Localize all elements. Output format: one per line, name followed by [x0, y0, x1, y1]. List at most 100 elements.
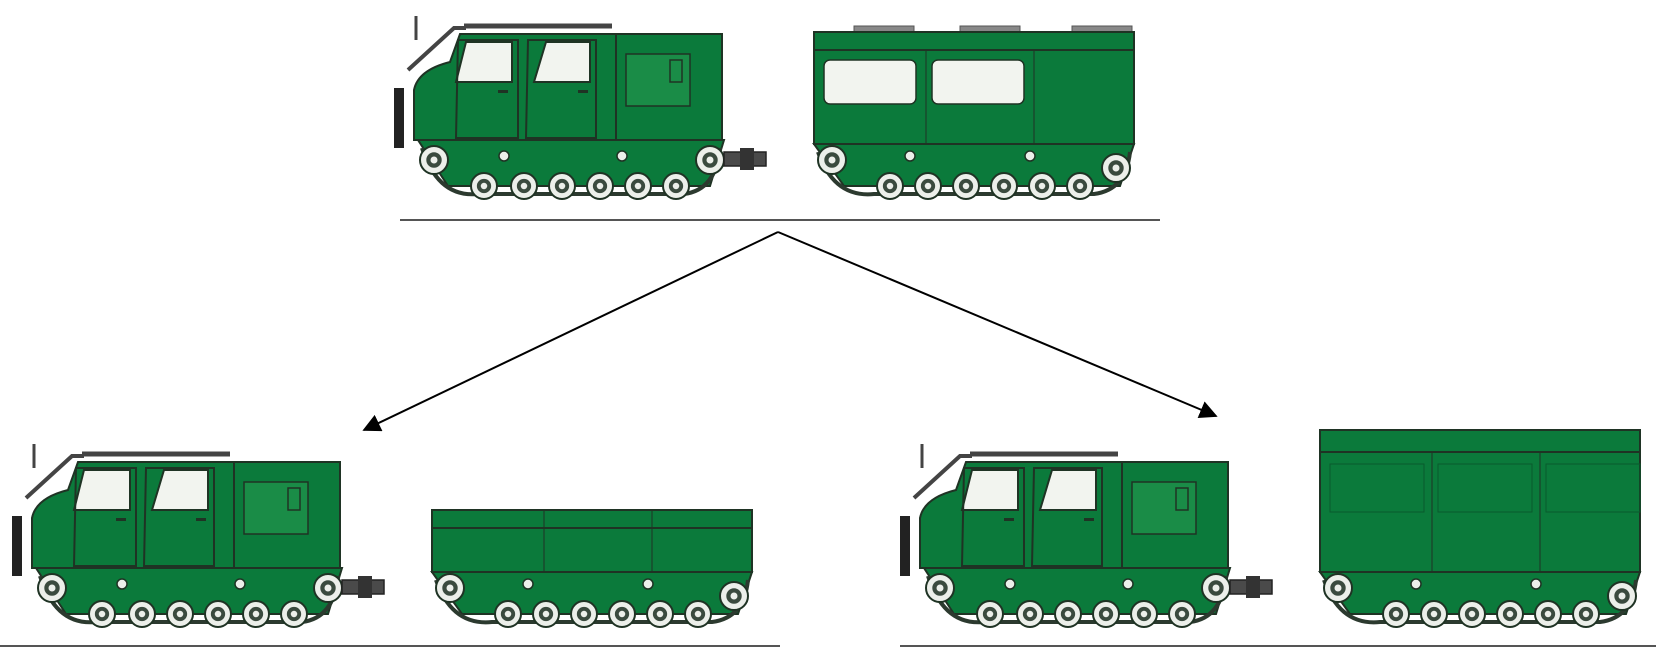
road-wheel — [166, 600, 194, 628]
front-idler-wheel — [817, 145, 847, 175]
vent-grille — [669, 59, 683, 83]
hitch-joint — [1246, 576, 1260, 598]
cab-front-window — [72, 469, 131, 511]
tractor-unit — [900, 444, 1273, 628]
road-wheel — [1092, 600, 1120, 628]
cab-guard-bar — [912, 454, 972, 500]
road-wheel — [624, 172, 652, 200]
road-wheel — [510, 172, 538, 200]
front-idler-wheel — [419, 145, 449, 175]
tractor-unit — [394, 16, 767, 200]
hull-hatch — [1004, 578, 1016, 590]
arrow-to-bottom-left — [362, 231, 779, 432]
door-handle — [498, 90, 508, 93]
road-wheel — [1458, 600, 1486, 628]
hull-hatch — [116, 578, 128, 590]
hitch-joint — [740, 148, 754, 170]
front-idler-wheel — [435, 573, 465, 603]
cab-rear-window — [1038, 469, 1097, 511]
rear-idler-wheel — [1101, 153, 1131, 183]
door-handle — [1084, 518, 1094, 521]
hull-hatch — [904, 150, 916, 162]
configuration-bottom-left — [0, 444, 780, 647]
front-grille — [900, 516, 910, 576]
road-wheel — [494, 600, 522, 628]
door-handle — [196, 518, 206, 521]
cab-door-front — [72, 467, 137, 567]
front-idler-wheel — [37, 573, 67, 603]
hull-hatch — [1024, 150, 1036, 162]
hull-hatch — [1410, 578, 1422, 590]
hull-hatch — [234, 578, 246, 590]
trailer-passenger-module — [812, 25, 1136, 200]
hull-hatch — [1530, 578, 1542, 590]
vent-grille — [287, 487, 301, 511]
configuration-top — [394, 16, 1160, 221]
road-wheel — [470, 172, 498, 200]
road-wheel — [1028, 172, 1056, 200]
module-window — [823, 59, 917, 105]
service-hatch — [243, 481, 309, 535]
road-wheel — [128, 600, 156, 628]
road-wheel — [1130, 600, 1158, 628]
vent-grille — [1175, 487, 1189, 511]
road-wheel — [914, 172, 942, 200]
road-wheel — [976, 600, 1004, 628]
tractor-unit — [12, 444, 385, 628]
road-wheel — [1496, 600, 1524, 628]
cab-door-rear — [1030, 467, 1103, 567]
road-wheel — [1054, 600, 1082, 628]
road-wheel — [548, 172, 576, 200]
road-wheel — [280, 600, 308, 628]
rear-idler-wheel — [1607, 581, 1637, 611]
hull-hatch — [498, 150, 510, 162]
side-panel — [1437, 463, 1533, 513]
road-wheel — [646, 600, 674, 628]
hull-hatch — [616, 150, 628, 162]
road-wheel — [586, 172, 614, 200]
front-grille — [12, 516, 22, 576]
trailer-low-cargo-platform — [430, 509, 754, 628]
road-wheel — [1066, 172, 1094, 200]
road-wheel — [1420, 600, 1448, 628]
rear-sprocket-wheel — [313, 573, 343, 603]
rear-idler-wheel — [719, 581, 749, 611]
side-panel — [1545, 463, 1641, 513]
road-wheel — [1016, 600, 1044, 628]
cab-door-rear — [142, 467, 215, 567]
cab-guard-bar — [406, 26, 466, 72]
road-wheel — [608, 600, 636, 628]
road-wheel — [1382, 600, 1410, 628]
module-window — [931, 59, 1025, 105]
rear-sprocket-wheel — [1201, 573, 1231, 603]
cab-door-front — [960, 467, 1025, 567]
cab-door-front — [454, 39, 519, 139]
service-hatch — [625, 53, 691, 107]
road-wheel — [952, 172, 980, 200]
cab-guard-bar — [24, 454, 84, 500]
hitch-joint — [358, 576, 372, 598]
road-wheel — [662, 172, 690, 200]
cab-rear-window — [150, 469, 209, 511]
cab-front-window — [960, 469, 1019, 511]
door-handle — [1004, 518, 1014, 521]
road-wheel — [1168, 600, 1196, 628]
road-wheel — [570, 600, 598, 628]
road-wheel — [1534, 600, 1562, 628]
rear-sprocket-wheel — [695, 145, 725, 175]
cab-front-window — [454, 41, 513, 83]
front-idler-wheel — [925, 573, 955, 603]
tall-module-body — [1319, 429, 1641, 573]
front-idler-wheel — [1323, 573, 1353, 603]
road-wheel — [1572, 600, 1600, 628]
arrow-to-bottom-right — [777, 231, 1218, 419]
door-handle — [116, 518, 126, 521]
hull-hatch — [642, 578, 654, 590]
trailer-tall-enclosed-module — [1318, 429, 1642, 628]
road-wheel — [876, 172, 904, 200]
road-wheel — [990, 172, 1018, 200]
hull-hatch — [1122, 578, 1134, 590]
door-handle — [578, 90, 588, 93]
configuration-bottom-right — [900, 429, 1656, 647]
